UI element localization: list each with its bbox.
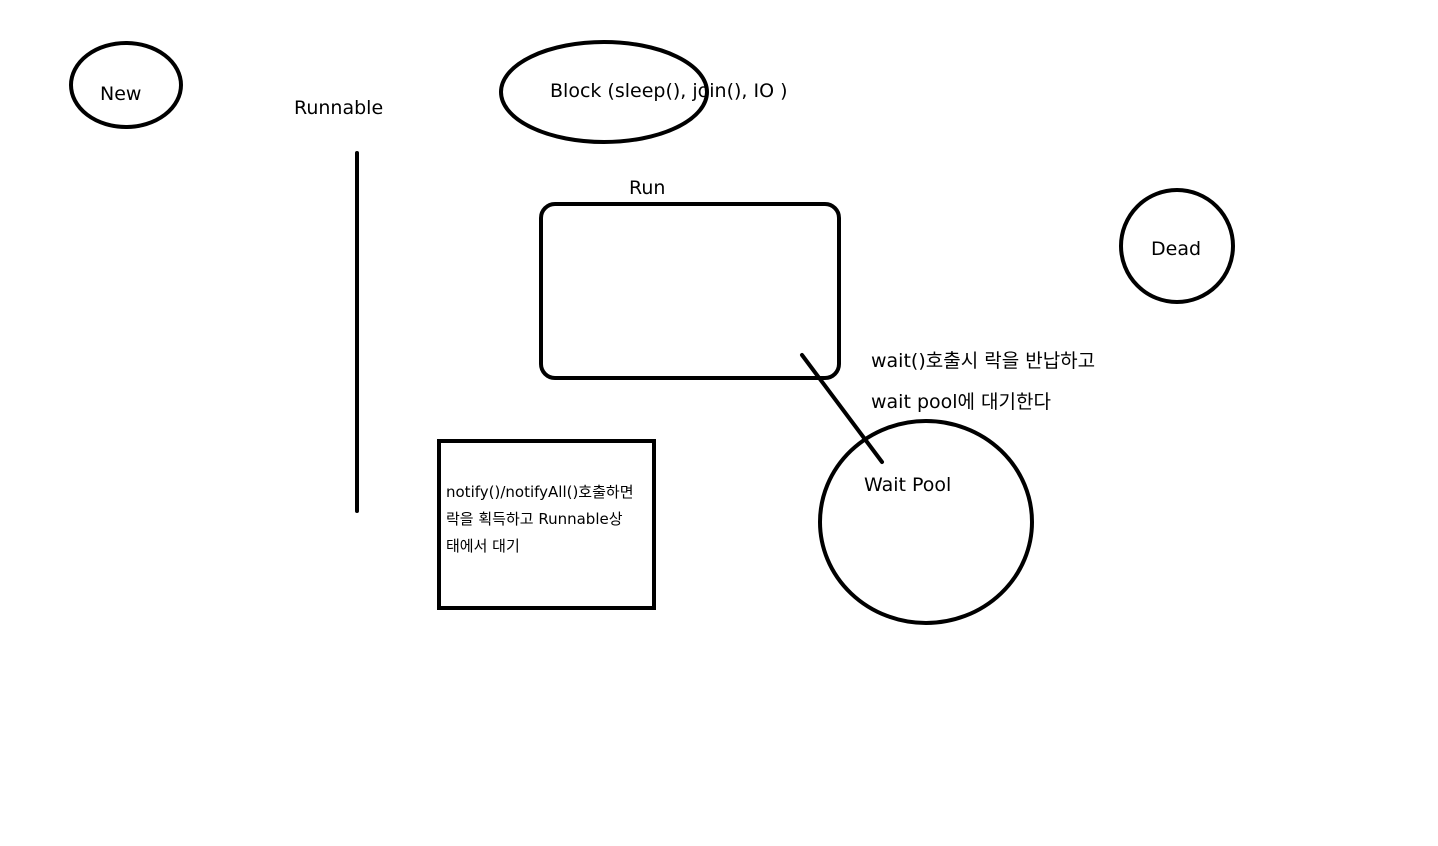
notify-note-line3: 태에서 대기 [446, 537, 520, 555]
notify-note-text: notify()/notifyAll()호출하면 락을 획득하고 Runnabl… [446, 479, 652, 560]
new-state-label: New [100, 83, 142, 105]
block-state-label: Block (sleep(), join(), IO ) [550, 80, 788, 102]
notify-note-box [437, 439, 656, 610]
runnable-state-label: Runnable [294, 97, 384, 119]
block-state-ellipse [499, 40, 709, 144]
new-state-ellipse [69, 41, 183, 129]
wait-note-line2: wait pool에 대기한다 [871, 391, 1051, 413]
notify-note-line2: 락을 획득하고 Runnable상 [446, 510, 623, 528]
dead-state-label: Dead [1151, 238, 1202, 260]
dead-state-circle [1119, 188, 1235, 304]
wait-pool-circle [818, 419, 1034, 625]
notify-note-line1: notify()/notifyAll()호출하면 [446, 483, 634, 501]
wait-note-line1: wait()호출시 락을 반납하고 [871, 350, 1096, 372]
wait-connector-line [800, 353, 884, 464]
run-state-box [539, 202, 841, 380]
run-state-label: Run [629, 177, 666, 199]
wait-pool-label: Wait Pool [864, 474, 952, 496]
